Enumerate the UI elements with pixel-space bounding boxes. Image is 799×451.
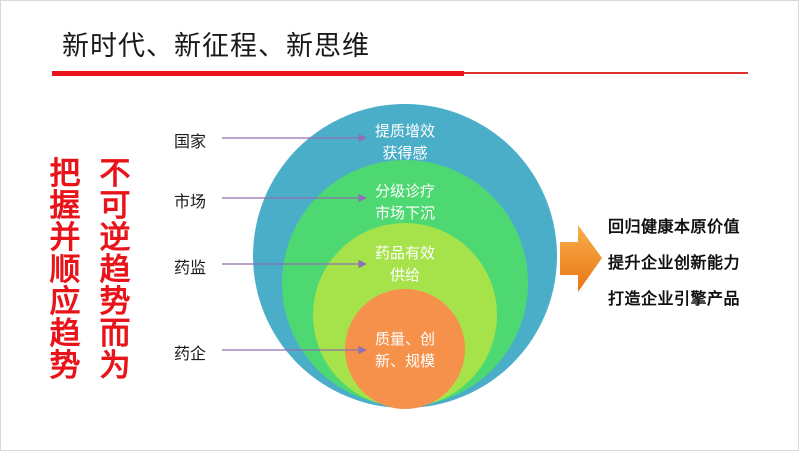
stakeholder-label-guojia: 国家 [174,132,207,151]
ring-inner-line-1: 质量、创 [374,330,435,348]
ring-second-line-2: 市场下沉 [374,204,435,222]
right-arrow-icon [560,225,602,292]
stakeholder-label-yaojian: 药监 [174,258,207,277]
outcome-item-3: 打造企业引擎产品 [608,289,741,308]
slide-title: 新时代、新征程、新思维 [62,31,370,62]
ring-outer-line-2: 获得感 [382,144,428,162]
vertical-slogan-left: 把握并顺应趋势 [49,156,81,384]
ring-outer-text: 提质增效 获得感 [345,120,465,164]
ring-third-text: 药品有效 供给 [345,242,465,286]
ring-second-text: 分级诊疗 市场下沉 [345,180,465,224]
outcome-item-1: 回归健康本原价值 [608,217,741,236]
vertical-slogan-right: 不可逆趋势而为 [99,156,131,384]
ring-second-line-1: 分级诊疗 [374,182,435,200]
ring-inner-text: 质量、创 新、规模 [345,328,465,372]
title-underline-accent [52,71,464,76]
ring-third-line-1: 药品有效 [374,244,435,262]
ring-inner-line-2: 新、规模 [374,352,435,370]
ring-third-line-2: 供给 [389,266,420,284]
ring-inner-circle [345,289,465,409]
ring-outer-line-1: 提质增效 [374,122,435,140]
stakeholder-label-shichang: 市场 [174,192,207,211]
outcome-item-2: 提升企业创新能力 [608,253,741,272]
stakeholder-label-yaoqi: 药企 [174,344,207,363]
